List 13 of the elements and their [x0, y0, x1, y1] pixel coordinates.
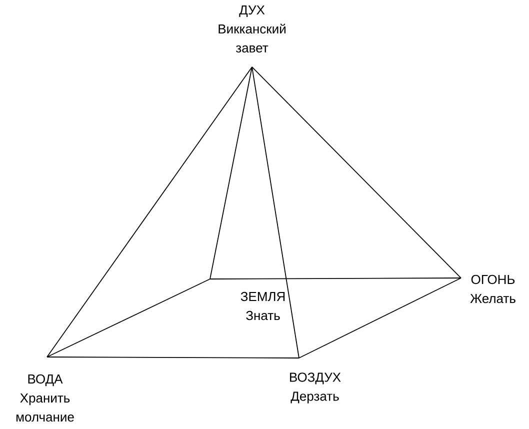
vertex-label: ЗЕМЛЯ Знать — [240, 292, 285, 320]
vertex-label: ДУХ Викканский завет — [218, 5, 286, 53]
pyramid-edge — [210, 278, 462, 280]
pyramid-edge — [210, 66, 252, 280]
pyramid-edge — [298, 278, 462, 358]
vertex-label: ОГОНЬ Желать — [470, 274, 516, 304]
pyramid-edge — [46, 278, 210, 358]
pyramid-edge — [46, 356, 300, 358]
pyramid-edge — [46, 66, 252, 358]
vertex-label: ВОДА Хранить молчание — [16, 374, 74, 422]
pyramid-edge — [252, 66, 462, 278]
vertex-label: ВОЗДУХ Дерзать — [290, 372, 341, 404]
pyramid-edge — [252, 66, 300, 358]
